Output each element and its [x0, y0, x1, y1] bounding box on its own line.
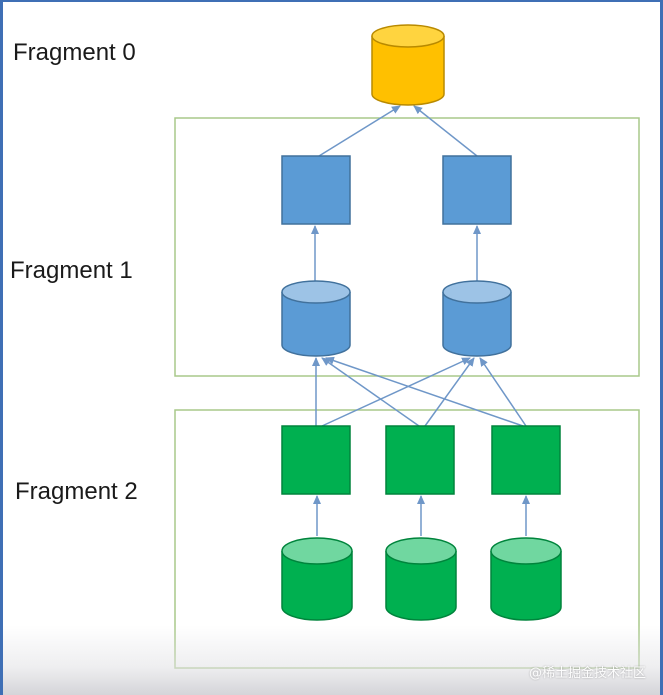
table-cylinder-a [281, 537, 353, 621]
arrow-scan-b-to-recv-right [424, 357, 475, 427]
exchange-square-left [281, 155, 351, 225]
fragment-1-label: Fragment 1 [10, 257, 133, 284]
scan-square-c [491, 425, 561, 495]
result-cylinder [371, 24, 445, 106]
fragment-diagram: Fragment 0 Fragment 1 Fragment 2 [10, 24, 640, 669]
arrow-exchange-left-to-result [318, 105, 401, 157]
table-cylinder-c [490, 537, 562, 621]
exchange-square-right [442, 155, 512, 225]
receiver-cylinder-right [442, 280, 512, 357]
arrow-scan-b-to-recv-left [321, 357, 420, 427]
table-cylinder-b [385, 537, 457, 621]
fragment-1-box [174, 117, 640, 377]
scan-square-a [281, 425, 351, 495]
arrow-scan-c-to-recv-left [325, 356, 524, 427]
receiver-cylinder-left [281, 280, 351, 357]
watermark: @稀土掘金技术社区 [528, 666, 646, 681]
arrow-exchange-right-to-result [413, 105, 478, 157]
arrow-scan-c-to-recv-right [479, 357, 527, 427]
arrow-scan-a-to-recv-right [321, 357, 471, 427]
fragment-0-label: Fragment 0 [13, 39, 136, 66]
scan-square-b [385, 425, 455, 495]
fragment-2-label: Fragment 2 [15, 478, 138, 505]
